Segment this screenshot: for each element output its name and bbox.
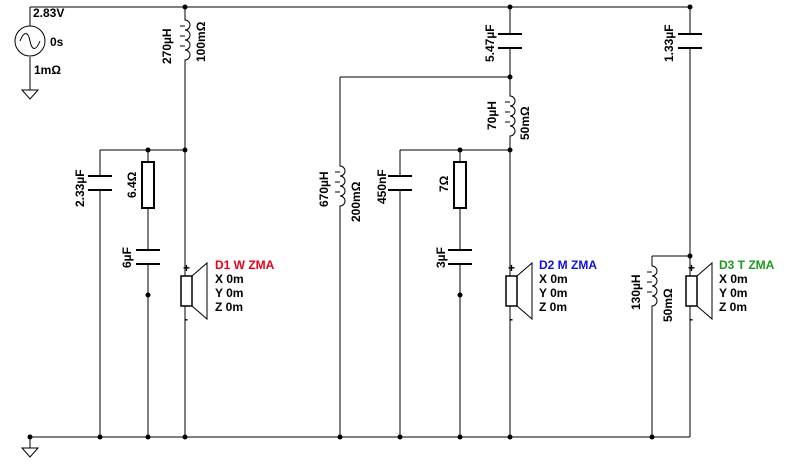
inductor-70uH-resistance: 50mΩ (518, 106, 532, 140)
driver-midrange-minus: - (509, 312, 513, 326)
capacitor-6uF[interactable]: 6µF (120, 247, 160, 268)
inductor-670uH[interactable]: 670µH 200mΩ (317, 160, 363, 222)
capacitor-3uF-value: 3µF (434, 247, 448, 268)
source-voltage: 2.83V (33, 6, 64, 20)
resistor-7ohm[interactable]: 7Ω (437, 161, 467, 209)
inductor-70uH-value: 70µH (485, 101, 499, 130)
capacitor-450nF-value: 450nF (375, 169, 389, 204)
capacitor-5.47uF[interactable]: 5.47µF (483, 24, 522, 62)
inductor-270uH-resistance: 100mΩ (194, 21, 208, 62)
inductor-270uH-value: 270µH (160, 28, 174, 64)
source-phase: 0s (50, 35, 64, 49)
driver-midrange-z: Z 0m (539, 300, 567, 314)
inductor-70uH[interactable]: 70µH 50mΩ (485, 90, 532, 142)
inductor-270uH[interactable]: 270µH 100mΩ (160, 16, 208, 65)
ground-symbol-source (20, 89, 40, 100)
driver-woofer[interactable]: + - D1 W ZMA X 0m Y 0m Z 0m (180, 256, 275, 326)
driver-tweeter-y: Y 0m (719, 286, 747, 300)
driver-woofer-name: D1 W ZMA (215, 258, 275, 272)
wires (29, 6, 691, 448)
capacitor-3uF[interactable]: 3µF (434, 247, 472, 268)
inductor-130uH-resistance: 50mΩ (661, 288, 675, 322)
driver-tweeter-plus: + (688, 261, 695, 275)
capacitor-1.33uF[interactable]: 1.33µF (662, 24, 702, 62)
inductor-130uH-value: 130µH (629, 274, 643, 310)
capacitor-5.47uF-value: 5.47µF (483, 24, 497, 62)
source-resistance: 1mΩ (34, 63, 61, 77)
driver-woofer-y: Y 0m (215, 286, 243, 300)
driver-woofer-minus: - (184, 312, 188, 326)
driver-midrange[interactable]: + - D2 M ZMA X 0m Y 0m Z 0m (505, 256, 597, 326)
capacitor-6uF-value: 6µF (120, 247, 134, 268)
driver-woofer-z: Z 0m (215, 300, 243, 314)
inductor-130uH[interactable]: 130µH 50mΩ (629, 262, 675, 322)
capacitor-450nF[interactable]: 450nF (375, 169, 412, 204)
resistor-6.4ohm-value: 6.4Ω (125, 171, 139, 198)
resistor-6.4ohm[interactable]: 6.4Ω (125, 161, 155, 209)
driver-midrange-name: D2 M ZMA (539, 258, 597, 272)
driver-tweeter[interactable]: + - D3 T ZMA X 0m Y 0m Z 0m (685, 256, 775, 326)
driver-woofer-plus: + (183, 261, 190, 275)
driver-midrange-x: X 0m (539, 272, 568, 286)
capacitor-2.33uF-value: 2.33µF (73, 169, 87, 207)
resistor-7ohm-value: 7Ω (437, 175, 451, 192)
driver-woofer-x: X 0m (215, 272, 244, 286)
driver-tweeter-z: Z 0m (719, 300, 747, 314)
driver-midrange-y: Y 0m (539, 286, 567, 300)
capacitor-2.33uF[interactable]: 2.33µF (73, 169, 112, 207)
inductor-670uH-resistance: 200mΩ (349, 181, 363, 222)
driver-midrange-plus: + (508, 261, 515, 275)
junction-dots (27, 4, 693, 440)
ground-symbol-main (20, 447, 40, 458)
inductor-670uH-value: 670µH (317, 171, 331, 207)
driver-tweeter-minus: - (689, 312, 693, 326)
driver-tweeter-x: X 0m (719, 272, 748, 286)
ac-voltage-source[interactable]: 2.83V 0s 1mΩ (14, 6, 64, 77)
capacitor-1.33uF-value: 1.33µF (662, 24, 676, 62)
driver-tweeter-name: D3 T ZMA (719, 258, 775, 272)
